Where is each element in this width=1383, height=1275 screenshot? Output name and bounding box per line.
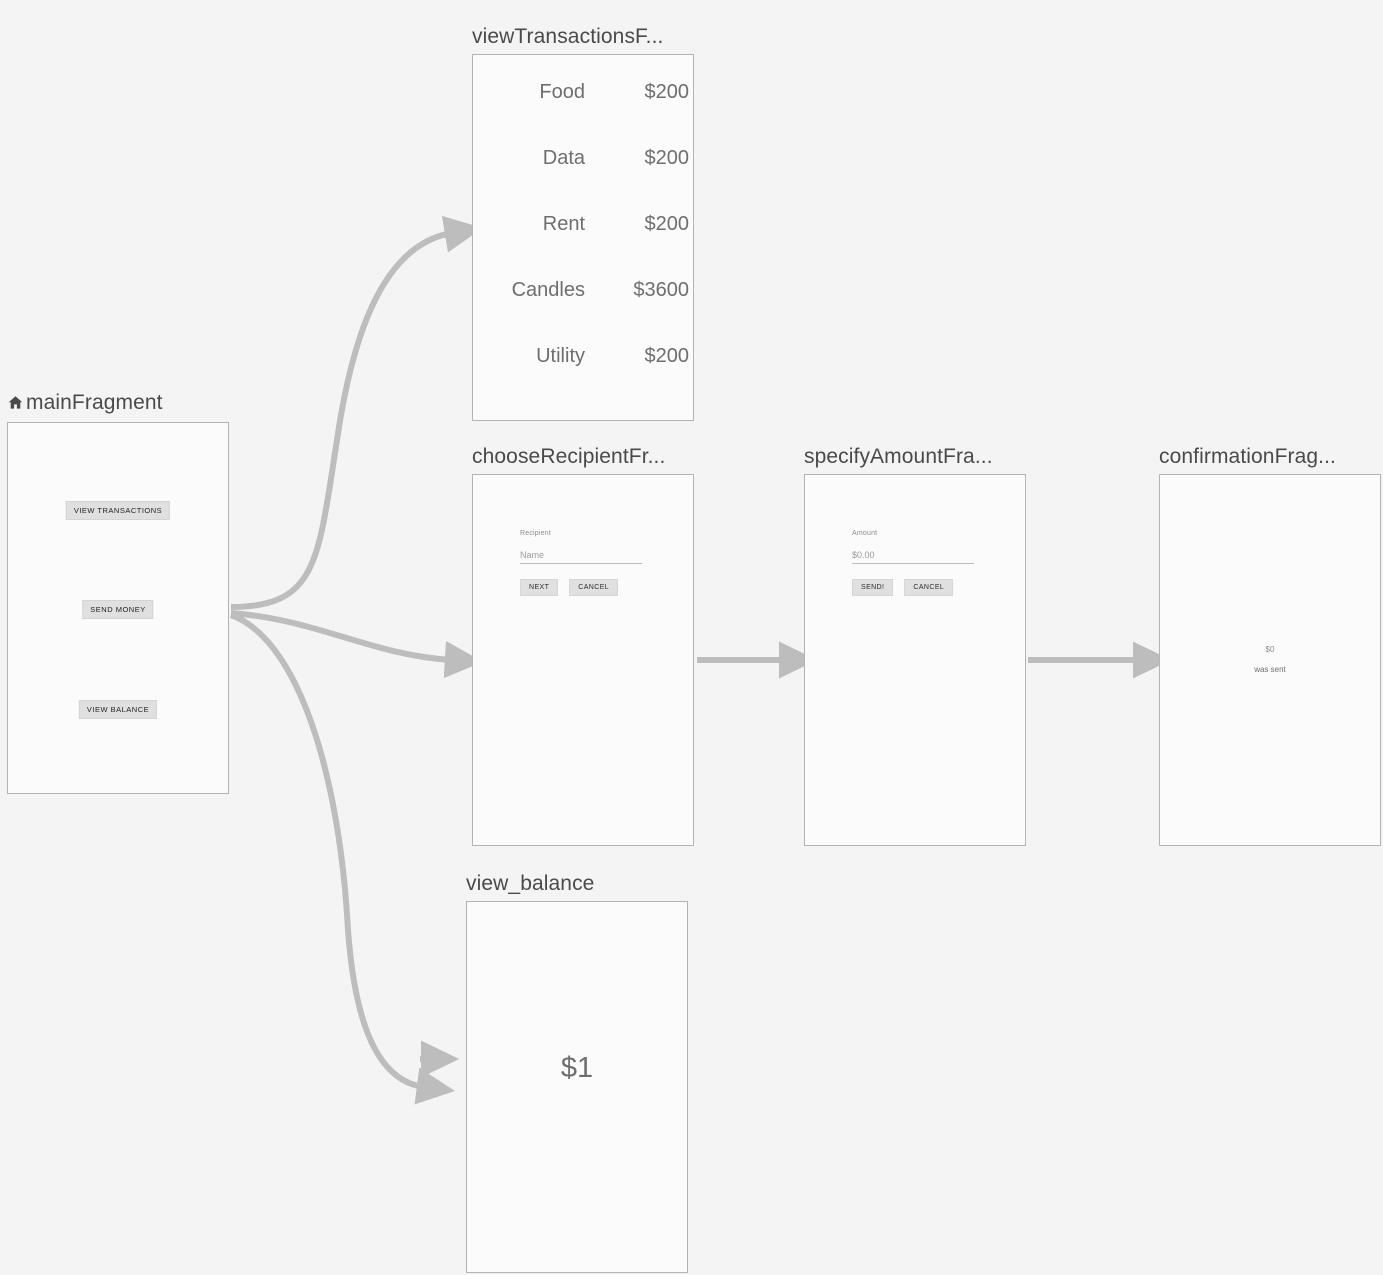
destination-choose-recipient-title: chooseRecipientFr... bbox=[472, 445, 666, 468]
recipient-label: Recipient bbox=[520, 530, 551, 537]
view-transactions-button[interactable]: VIEW TRANSACTIONS bbox=[65, 501, 171, 520]
destination-main-fragment-label: mainFragment bbox=[26, 391, 163, 414]
cancel-button[interactable]: CANCEL bbox=[569, 579, 619, 596]
amount-label: Amount bbox=[852, 530, 878, 537]
confirmation-amount: $0 bbox=[1265, 645, 1275, 654]
send-money-button[interactable]: SEND MONEY bbox=[82, 600, 154, 619]
table-row: Data $200 bbox=[473, 147, 693, 213]
destination-main-fragment[interactable]: mainFragment VIEW TRANSACTIONS SEND MONE… bbox=[7, 391, 229, 794]
table-row: Rent $200 bbox=[473, 213, 693, 279]
view-balance-button[interactable]: VIEW BALANCE bbox=[78, 700, 158, 719]
destination-view-transactions-title: viewTransactionsF... bbox=[472, 25, 664, 48]
transaction-name: Food bbox=[539, 81, 585, 103]
transaction-name: Data bbox=[542, 147, 585, 169]
destination-choose-recipient[interactable]: chooseRecipientFr... Recipient Name NEXT… bbox=[472, 445, 694, 846]
destination-main-fragment-title: mainFragment bbox=[7, 391, 163, 417]
next-button[interactable]: NEXT bbox=[520, 579, 559, 596]
destination-view-balance-title: view_balance bbox=[466, 872, 595, 895]
balance-amount: $1 bbox=[560, 1052, 594, 1084]
table-row: Utility $200 bbox=[473, 345, 693, 411]
view-transactions-preview: Food $200 Data $200 Rent $200 Candles $3… bbox=[472, 54, 694, 421]
confirmation-message: was sent bbox=[1254, 665, 1286, 674]
transaction-name: Rent bbox=[542, 213, 585, 235]
view-balance-preview: $1 bbox=[466, 901, 688, 1273]
choose-recipient-preview: Recipient Name NEXT CANCEL bbox=[472, 474, 694, 846]
transaction-amount: $200 bbox=[644, 213, 690, 235]
confirmation-message-block: $0 was sent bbox=[1160, 645, 1380, 674]
home-icon bbox=[7, 393, 24, 417]
destination-confirmation[interactable]: confirmationFrag... $0 was sent bbox=[1159, 445, 1381, 846]
confirmation-preview: $0 was sent bbox=[1159, 474, 1381, 846]
table-row: Food $200 bbox=[473, 81, 693, 147]
transaction-amount: $200 bbox=[644, 345, 690, 367]
destination-view-transactions[interactable]: viewTransactionsF... Food $200 Data $200… bbox=[472, 25, 694, 421]
destination-specify-amount-title: specifyAmountFra... bbox=[804, 445, 993, 468]
transaction-name: Candles bbox=[511, 279, 585, 301]
action-main-to-choose-recipient[interactable] bbox=[230, 610, 484, 679]
recipient-form: Recipient Name NEXT CANCEL bbox=[520, 530, 670, 596]
destination-specify-amount[interactable]: specifyAmountFra... Amount $0.00 SEND! C… bbox=[804, 445, 1026, 846]
transaction-list: Food $200 Data $200 Rent $200 Candles $3… bbox=[473, 81, 693, 411]
cancel-button[interactable]: CANCEL bbox=[904, 579, 954, 596]
amount-input[interactable]: $0.00 bbox=[852, 550, 974, 564]
recipient-button-row: NEXT CANCEL bbox=[520, 579, 670, 596]
main-fragment-screen: VIEW TRANSACTIONS SEND MONEY VIEW BALANC… bbox=[8, 423, 228, 793]
transaction-amount: $200 bbox=[644, 81, 690, 103]
destination-view-balance[interactable]: view_balance $1 bbox=[466, 872, 688, 1273]
transaction-amount: $200 bbox=[644, 147, 690, 169]
transaction-name: Utility bbox=[536, 345, 585, 367]
transaction-amount: $3600 bbox=[633, 279, 689, 301]
amount-button-row: SEND! CANCEL bbox=[852, 579, 1002, 596]
amount-form: Amount $0.00 SEND! CANCEL bbox=[852, 530, 1002, 596]
recipient-name-input[interactable]: Name bbox=[520, 550, 642, 564]
main-fragment-preview: VIEW TRANSACTIONS SEND MONEY VIEW BALANC… bbox=[7, 422, 229, 794]
action-main-to-view-balance[interactable] bbox=[229, 612, 455, 1105]
balance-block: $1 bbox=[467, 1052, 687, 1085]
send-button[interactable]: SEND! bbox=[852, 579, 894, 596]
action-main-to-view-transactions[interactable] bbox=[230, 215, 483, 610]
destination-confirmation-title: confirmationFrag... bbox=[1159, 445, 1336, 468]
table-row: Candles $3600 bbox=[473, 279, 693, 345]
specify-amount-preview: Amount $0.00 SEND! CANCEL bbox=[804, 474, 1026, 846]
